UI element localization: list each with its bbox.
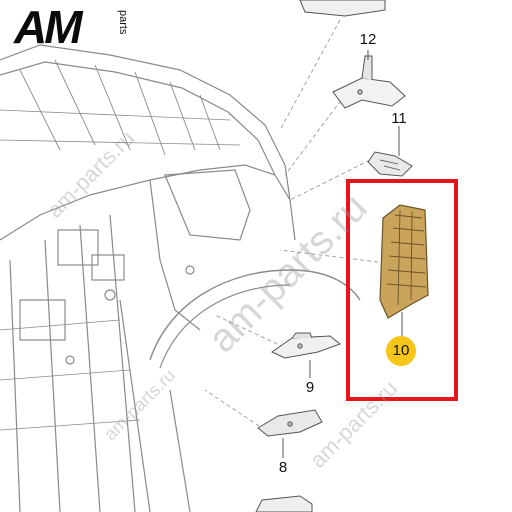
car-body-frame bbox=[0, 44, 361, 512]
leader-10 bbox=[279, 249, 379, 263]
bolt-hole-a bbox=[104, 289, 116, 301]
part-11-bracket bbox=[367, 151, 413, 177]
leader-lines bbox=[204, 19, 379, 431]
floor-lines bbox=[0, 319, 141, 431]
roof-ribs bbox=[19, 59, 221, 156]
inner-panels bbox=[109, 214, 191, 512]
door-pillars bbox=[9, 224, 101, 512]
brand-logo: AM bbox=[14, 1, 83, 53]
bottom-part bbox=[255, 495, 313, 512]
callout-label-8: 8 bbox=[278, 459, 288, 476]
bolt-hole-c bbox=[185, 265, 195, 275]
part-12-bracket bbox=[332, 55, 406, 109]
leader-12 bbox=[284, 94, 346, 176]
callout-label-11: 11 bbox=[391, 110, 407, 127]
callout-badge-10 bbox=[386, 336, 416, 366]
leader-11 bbox=[289, 159, 371, 201]
inner-panel-b bbox=[91, 254, 125, 281]
wheel-arch-inner bbox=[159, 284, 291, 369]
inner-panel-a bbox=[57, 229, 99, 266]
callout-label-10: 10 bbox=[392, 342, 410, 359]
part-9-bracket bbox=[271, 332, 342, 359]
part-8-bracket bbox=[257, 409, 323, 437]
part-10-reinforcement bbox=[379, 204, 429, 319]
c-pillar bbox=[149, 179, 201, 331]
wheel-arch bbox=[149, 269, 361, 361]
bolt-hole-b bbox=[65, 355, 75, 365]
roof-crossbars bbox=[0, 109, 241, 146]
brand-logo-sub: parts bbox=[117, 10, 129, 35]
roof-inner-line bbox=[0, 61, 276, 176]
belt-line bbox=[0, 164, 296, 241]
inner-panel-c bbox=[19, 299, 66, 341]
leader-8 bbox=[204, 389, 266, 431]
top-bracket-part bbox=[299, 0, 386, 17]
quarter-window bbox=[164, 169, 251, 241]
leader-9 bbox=[214, 314, 291, 351]
callout-label-12: 12 bbox=[359, 31, 377, 48]
roof-outer-line bbox=[0, 44, 291, 201]
callout-label-9: 9 bbox=[305, 379, 315, 396]
highlight-frame bbox=[346, 179, 458, 401]
